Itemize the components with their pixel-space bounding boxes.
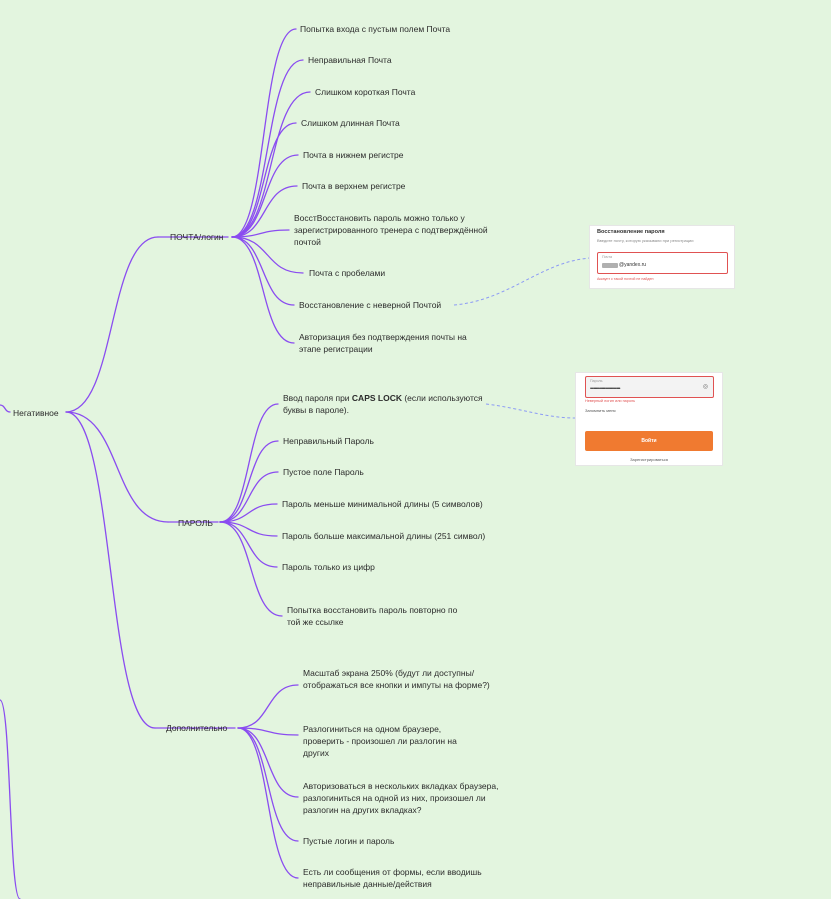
email-item-unconfirmed-auth[interactable]: Авторизация без подтверждения почты на э… [299,332,467,354]
edge-email-item-6 [231,229,290,238]
login-error: Неверный логин или пароль [585,399,636,403]
additional-item-empty-both[interactable]: Пустые логин и пароль [303,836,395,846]
edge-password-item-2 [219,471,279,523]
edge-password-item-0 [219,403,279,523]
edge-password-item-6 [219,521,283,617]
email-item-wrong[interactable]: Неправильная Почта [308,55,392,65]
register-link: Зарегистрироваться [630,457,668,462]
edge-root-email [65,236,159,413]
caps-post: (если используются буквы в пароле). [283,393,483,415]
restore-title: Восстановление пароля [597,229,665,235]
email-item-lowercase[interactable]: Почта в нижнем регистре [303,150,404,160]
root-edge-in [0,404,11,413]
password-item-empty[interactable]: Пустое поле Пароль [283,467,364,477]
root-node-negative[interactable]: Негативное [13,408,59,418]
additional-item-logout-browser[interactable]: Разлогиниться на одном браузере, провери… [303,724,457,758]
edge-password-item-1 [219,440,279,523]
login-password-field: Пароль •••••••••••••••••••••••••• ◎ [585,376,714,398]
email-item-too-long[interactable]: Слишком длинная Почта [301,118,400,128]
eye-icon: ◎ [702,384,708,390]
edge-root-password [65,411,169,523]
branch-additional[interactable]: Дополнительно [166,723,228,733]
connector-restore-screenshot [453,257,591,306]
caps-pre: Ввод пароля при [283,393,352,403]
edge-email-item-1 [231,59,304,238]
edge-additional-item-0 [237,684,299,729]
login-button: Войти [585,431,713,451]
restore-field-label: Почта [602,255,612,259]
email-item-restore-wrong[interactable]: Восстановление с неверной Почтой [299,300,442,310]
branch-email-login[interactable]: ПОЧТА/логин [170,232,224,242]
edge-additional-item-3 [237,727,299,842]
email-item-too-short[interactable]: Слишком короткая Почта [315,87,416,97]
edge-email-item-5 [231,185,298,238]
edge-password-item-3 [219,503,278,523]
edge-additional-item-1 [237,727,299,736]
edge-email-item-0 [231,28,297,238]
password-item-min-length[interactable]: Пароль меньше минимальной длины (5 симво… [282,499,483,509]
edge-email-item-9 [231,236,295,344]
password-dots: •••••••••••••••••••••••••• [590,386,621,392]
edge-additional-item-4 [237,727,299,879]
caps-bold: CAPS LOCK [351,393,402,403]
remember-me: Запомнить меня [585,408,616,413]
password-item-restore-again[interactable]: Попытка восстановить пароль повторно по … [287,605,458,627]
email-item-uppercase[interactable]: Почта в верхнем регистре [302,181,406,191]
additional-item-multi-tab[interactable]: Авторизоваться в нескольких вкладках бра… [303,781,499,815]
email-item-empty-field[interactable]: Попытка входа с пустым полем Почта [300,24,451,34]
password-item-max-length[interactable]: Пароль больше максимальной длины (251 си… [282,531,486,541]
restore-password-screenshot: Восстановление пароля Введите почту, кот… [590,226,734,288]
edge-email-item-7 [231,236,304,274]
edge-email-item-8 [231,236,295,306]
root-edge-trunk [0,699,21,899]
edge-password-item-5 [219,521,278,568]
password-item-digits-only[interactable]: Пароль только из цифр [282,562,375,572]
password-item-wrong[interactable]: Неправильный Пароль [283,436,374,446]
branch-password[interactable]: ПАРОЛЬ [178,518,213,528]
additional-item-form-messages[interactable]: Есть ли сообщения от формы, если вводишь… [303,867,482,889]
login-field-label: Пароль [590,379,603,383]
restore-subtitle: Введите почту, которую указывали при рег… [597,238,694,243]
email-redacted-mask [602,263,618,268]
restore-field-value: @yandex.ru [619,262,647,268]
connector-login-screenshot [485,403,577,419]
restore-error: Аккаунт с такой почтой не найден [597,277,654,281]
edge-root-additional [65,411,156,729]
password-item-caps-lock[interactable]: Ввод пароля при CAPS LOCK (если использу… [283,392,493,416]
edge-email-item-3 [231,122,297,238]
email-item-restore-confirmed[interactable]: ВосстВосстановить пароль можно только у … [294,213,488,247]
additional-item-zoom-250[interactable]: Масштаб экрана 250% (будут ли доступны/ … [303,668,490,690]
edge-additional-item-2 [237,727,299,798]
email-item-spaces[interactable]: Почта с пробелами [309,268,386,278]
edge-email-item-2 [231,91,311,238]
edge-email-item-4 [231,154,299,238]
login-form-screenshot: Пароль •••••••••••••••••••••••••• ◎ Неве… [576,373,722,465]
restore-email-field: Почта @yandex.ru [597,252,728,274]
